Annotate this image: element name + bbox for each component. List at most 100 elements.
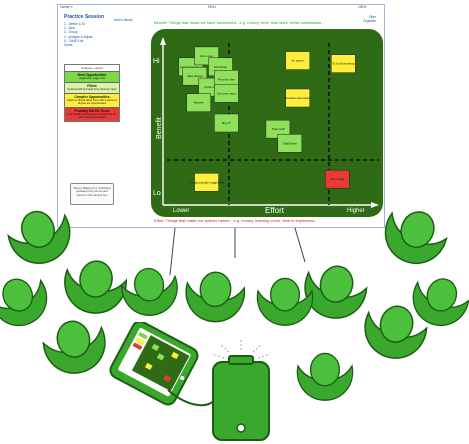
- cable-3: [294, 227, 306, 263]
- session-title: Practice Session: [64, 14, 105, 20]
- sticky-note-label: To do Everything: [332, 62, 355, 66]
- sticky-note-bg: [214, 113, 239, 133]
- nav-item-guide[interactable]: Guide: [64, 43, 73, 48]
- sticky-note-label: Train staff: [271, 127, 284, 131]
- person-head: [319, 265, 354, 303]
- legend-best-title: Best Opportunities: [77, 73, 107, 77]
- tablet-device: [109, 322, 199, 406]
- y-tick-hi: Hi: [153, 58, 160, 65]
- sticky-note-bg: [285, 88, 310, 108]
- person-head: [426, 278, 458, 312]
- y-axis-label: Benefit: [156, 117, 163, 139]
- signal-line-3: [252, 343, 263, 353]
- y-axis-arrow: [160, 37, 166, 45]
- person-figure: [185, 271, 245, 323]
- person-head: [199, 271, 232, 308]
- sticky-note-bg: [194, 173, 219, 192]
- filter-link[interactable]: Filter: [368, 15, 376, 19]
- sticky-note-n7[interactable]: Get user input: [214, 84, 239, 103]
- legend-title: Analyse + assist: [81, 66, 103, 70]
- x-axis-label: Effort: [265, 206, 285, 215]
- person-figure: [121, 267, 178, 316]
- sticky-note-n10[interactable]: Train staff: [265, 119, 291, 139]
- sticky-note-label: Review: [194, 101, 205, 105]
- person-head: [269, 277, 301, 312]
- tablet-note-2: [156, 353, 165, 361]
- nav-item-define[interactable]: 1 - Define & ID: [64, 22, 85, 26]
- hub-top: [228, 355, 254, 365]
- sticky-note-n14[interactable]: Possible Alternative: [285, 88, 312, 108]
- person-figure: [296, 352, 354, 401]
- person-figure: [7, 210, 71, 264]
- legend-not-do-title: Probably Not Do These: [74, 109, 110, 113]
- y-tick-lo: Lo: [153, 190, 161, 197]
- sticky-note-n9[interactable]: Review: [186, 93, 211, 112]
- sticky-note-label: Staff ideas: [283, 141, 298, 145]
- tablet-note-3: [171, 351, 179, 360]
- x-tick-lower: Lower: [173, 208, 189, 214]
- person-figure: [364, 305, 428, 359]
- tablet-note-5: [144, 362, 153, 371]
- right-links: Filter Organise: [346, 15, 376, 23]
- person-figure: [412, 278, 469, 326]
- tablet-legend-red: [132, 342, 143, 351]
- person-figure: [384, 211, 448, 265]
- person-head: [79, 260, 113, 298]
- nav-item-analyse[interactable]: 4 - Analyse & Adjust: [64, 34, 93, 39]
- effort-header: Effort: Things that make our options har…: [154, 218, 318, 223]
- sticky-note-bg: [285, 51, 310, 70]
- person-figure: [304, 265, 368, 319]
- sticky-note-label: Provide new: [218, 77, 235, 81]
- tablet-cable: [167, 389, 216, 407]
- legend-best-text: Implement, target now: [79, 77, 105, 80]
- sticky-note-bg: [277, 134, 303, 153]
- person-head: [309, 352, 341, 387]
- sticky-note-label: Too costly: [331, 177, 345, 181]
- nav-item-chap-list[interactable]: 5 - CHAP List: [64, 38, 84, 43]
- sticky-note-label: Buy IT: [222, 121, 231, 125]
- tablet-screen: [131, 335, 190, 392]
- x-tick-higher: Higher: [347, 208, 365, 214]
- tablet-note-4: [163, 374, 172, 383]
- tablet-legend-green: [138, 331, 148, 340]
- status-carrier: Carrier ✈: [60, 5, 74, 9]
- sticky-note-n16[interactable]: Too costly: [325, 169, 350, 189]
- person-figure: [0, 278, 48, 327]
- person-head: [379, 305, 414, 343]
- person-figure: [256, 277, 314, 326]
- nav-item-group[interactable]: 3 - Group: [64, 30, 78, 35]
- hub-button: [236, 423, 246, 433]
- add-to-library-button[interactable]: Add to library: [114, 18, 133, 22]
- person-figure: [64, 260, 128, 314]
- sticky-note-bg: [214, 84, 239, 103]
- sticky-note-label: Get user input: [217, 91, 236, 95]
- sticky-note-label: Hire more: [200, 54, 214, 58]
- session-nav: 1 - Define & ID 2 - Idea 3 - Group 4 - A…: [64, 22, 112, 47]
- people-layer: [0, 210, 469, 401]
- tablet-legend-yellow: [135, 337, 146, 345]
- benefit-effort-matrix: Lower Effort Higher Hi Lo Benefit Upgrad…: [151, 29, 383, 217]
- legend-not-do-text: Low benefit and there are compared to th…: [67, 113, 117, 119]
- sticky-note-label: Quick win: [204, 85, 217, 89]
- sticky-note-box[interactable]: Money Making at it: Individual pleasant …: [70, 183, 114, 205]
- sticky-note-label: If a good guide suggestion: [189, 180, 225, 184]
- signal-line-2: [219, 343, 230, 353]
- sticky-note-n15[interactable]: If a good guide suggestion: [189, 173, 225, 192]
- person-head: [133, 267, 165, 302]
- organise-link[interactable]: Organise: [363, 19, 376, 24]
- sticky-note-n13[interactable]: To do Everything: [331, 54, 356, 73]
- sticky-note-n12[interactable]: An option: [285, 51, 310, 70]
- person-head: [56, 320, 91, 358]
- sticky-note-n11[interactable]: Staff ideas: [277, 134, 303, 153]
- tablet-note-1: [151, 343, 160, 351]
- nav-item-idea[interactable]: 2 - Idea: [64, 26, 75, 31]
- person-head: [20, 210, 55, 248]
- cable-1: [169, 227, 176, 276]
- status-battery: 100%: [358, 5, 367, 9]
- sticky-note-label: Alternatives: [187, 74, 203, 78]
- sticky-note-n8[interactable]: Buy IT: [214, 113, 239, 133]
